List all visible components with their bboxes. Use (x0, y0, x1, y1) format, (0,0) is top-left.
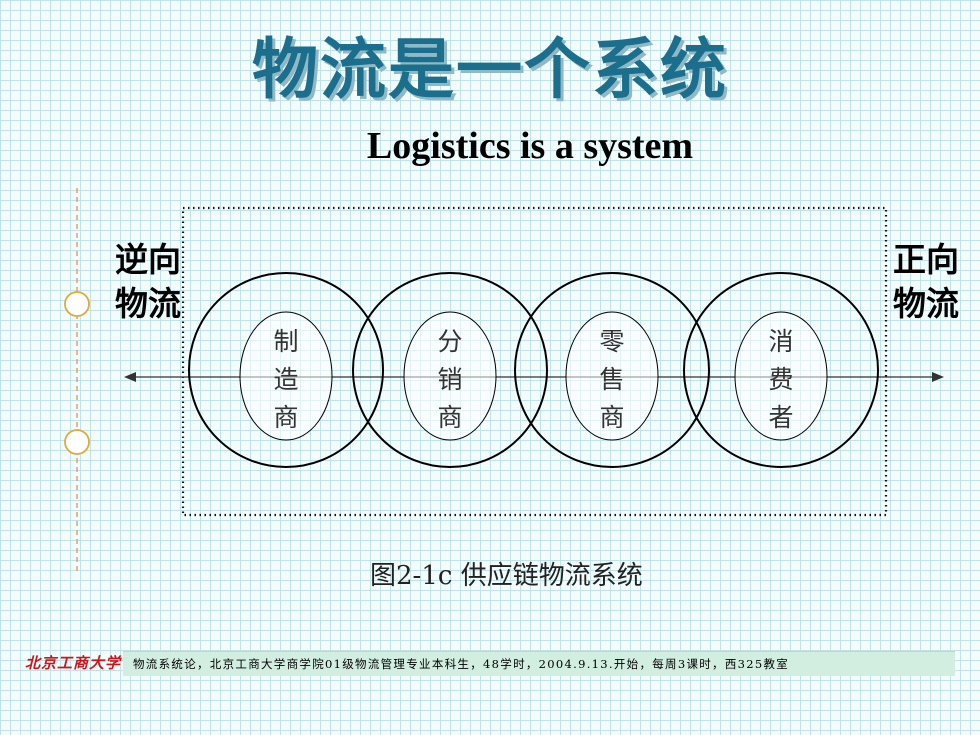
node-label-char: 销 (437, 365, 462, 394)
bullet-icon (64, 291, 90, 317)
node-outer-circle (683, 272, 879, 468)
forward-logistics-label: 正向 物流 (893, 238, 959, 326)
node-label-char: 分 (437, 327, 462, 356)
figure-caption: 图2-1c 供应链物流系统 (370, 561, 643, 591)
node-retailer: 零售商 (514, 272, 710, 468)
bullet-icon (64, 429, 90, 455)
forward-logistics-line2: 物流 (893, 284, 959, 323)
node-inner-ellipse (239, 311, 333, 441)
node-label-char: 消 (768, 327, 793, 356)
node-distributor: 分销商 (352, 272, 548, 468)
reverse-logistics-label: 逆向 物流 (115, 238, 181, 326)
node-label-char: 费 (768, 365, 793, 394)
reverse-logistics-line2: 物流 (115, 284, 181, 323)
node-label-char: 商 (437, 403, 462, 432)
node-inner-ellipse (565, 311, 659, 441)
forward-logistics-line1: 正向 (893, 240, 959, 279)
node-label-char: 者 (768, 403, 793, 432)
node-label-char: 零 (599, 327, 624, 356)
node-outer-circle (514, 272, 710, 468)
node-inner-ellipse (403, 311, 497, 441)
node-consumer: 消费者 (683, 272, 879, 468)
footer-bar: 物流系统论，北京工商大学商学院01级物流管理专业本科生，48学时，2004.9.… (123, 651, 955, 676)
node-label-char: 售 (599, 365, 624, 394)
reverse-arrowhead (124, 372, 136, 382)
university-logo: 北京工商大学 (25, 654, 122, 672)
forward-arrowhead (932, 372, 944, 382)
node-outer-circle (188, 272, 384, 468)
reverse-logistics-line1: 逆向 (115, 240, 181, 279)
node-inner-ellipse (734, 311, 828, 441)
node-label-char: 造 (273, 365, 298, 394)
node-manufacturer: 制造商 (188, 272, 384, 468)
node-label-char: 制 (273, 327, 298, 356)
system-boundary (181, 206, 888, 517)
node-outer-circle (352, 272, 548, 468)
page-subtitle: Logistics is a system (366, 125, 694, 167)
page-title: 物流是一个系统 (252, 31, 728, 108)
node-label-char: 商 (599, 403, 624, 432)
node-label-char: 商 (273, 403, 298, 432)
